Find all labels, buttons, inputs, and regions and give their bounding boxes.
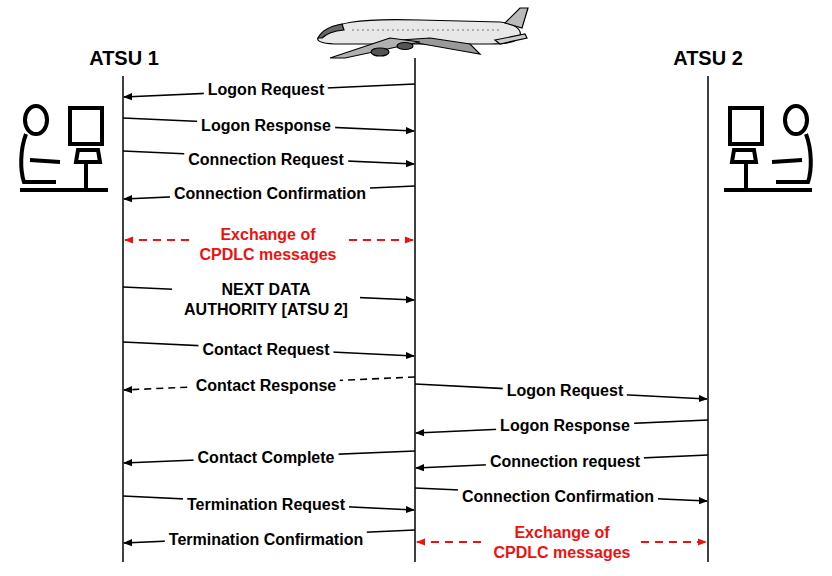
message-label: Logon Response [496,416,634,436]
cpdlc-exchange-arrows [125,240,706,542]
message-label: Logon Request [503,381,627,401]
message-label: Logon Request [204,80,328,100]
controller-icon [20,106,108,190]
aircraft-illustration [318,8,528,58]
exchange-label: Exchange of CPDLC messages [192,225,345,265]
message-label: Contact Request [198,340,333,360]
exchange-label: Exchange of CPDLC messages [486,523,639,563]
lifeline [414,58,416,562]
message-label: Logon Response [197,116,335,136]
unit-name: ATSU 2 [673,47,743,70]
lifeline [122,76,124,562]
lifeline-header: ATSU 2 [673,47,743,70]
message-arrows [123,84,708,543]
message-label: Connection Request [184,150,348,170]
message-label: Contact Response [192,376,340,396]
message-label: Connection request [486,452,644,472]
message-label: Contact Complete [194,448,339,468]
lifeline [707,76,709,562]
controller-icon [724,106,812,190]
message-label: NEXT DATA AUTHORITY [ATSU 2] [172,280,360,320]
message-label: Connection Confirmation [458,487,658,507]
message-label: Termination Request [183,495,349,515]
message-label: Connection Confirmation [170,184,370,204]
lifeline-header: ATSU 1 [89,47,159,70]
unit-name: ATSU 1 [89,47,159,70]
message-label: Termination Confirmation [165,530,367,550]
